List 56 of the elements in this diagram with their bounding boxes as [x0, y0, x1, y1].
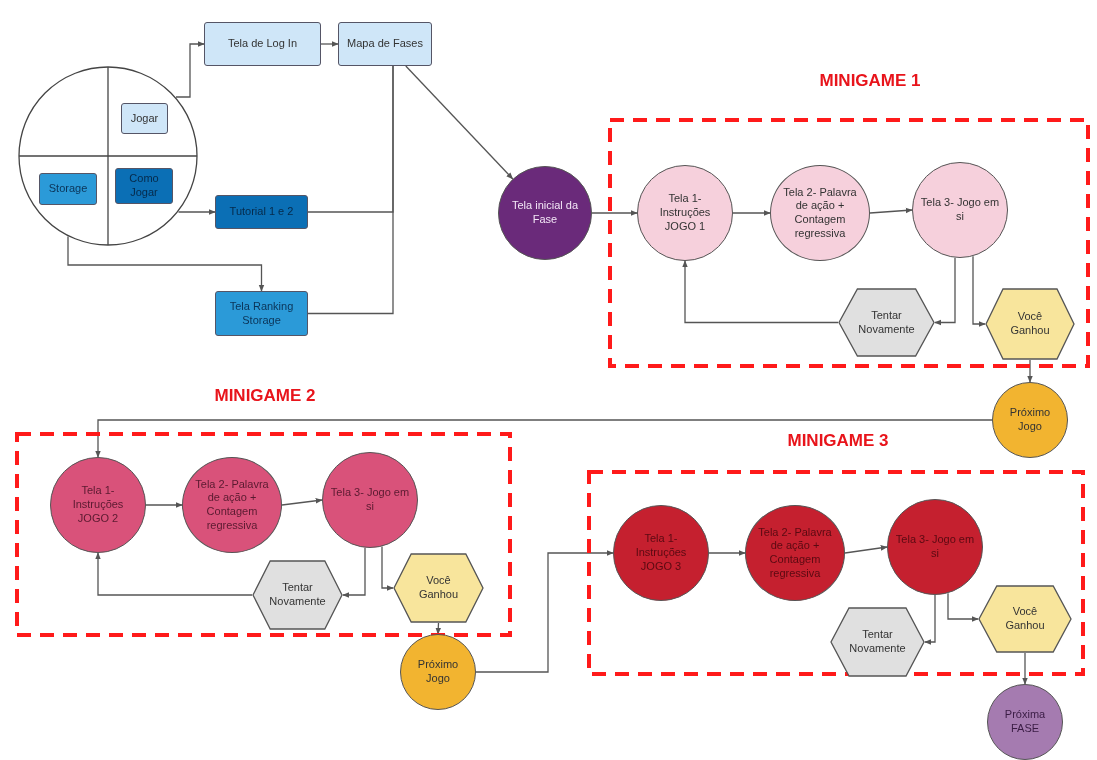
arrow — [145, 502, 183, 508]
section-title: MINIGAME 2 — [214, 385, 316, 407]
arrow — [708, 550, 746, 556]
process-circle: Tela 1- Instruções JOGO 2 — [50, 457, 146, 553]
arrow — [934, 257, 956, 326]
hexagon-node: Você Ganhou — [978, 585, 1072, 653]
arrow — [732, 210, 771, 216]
arrow — [381, 545, 394, 591]
process-box: Tela de Log In — [204, 22, 321, 66]
arrow — [177, 209, 216, 215]
process-box: Como Jogar — [115, 168, 173, 204]
process-box: Tutorial 1 e 2 — [215, 195, 308, 229]
arrow — [591, 210, 638, 216]
hexagon-node: Tentar Novamente — [252, 560, 343, 630]
arrow — [320, 41, 339, 47]
process-circle: Tela 1- Instruções JOGO 1 — [637, 165, 733, 261]
section-title: MINIGAME 3 — [787, 430, 889, 452]
arrow — [67, 235, 265, 292]
process-box: Mapa de Fases — [338, 22, 432, 66]
arrow — [1027, 359, 1033, 383]
hexagon-node: Você Ganhou — [985, 288, 1075, 360]
process-circle: Tela inicial da Fase — [498, 166, 592, 260]
arrow — [95, 552, 253, 596]
arrow — [947, 592, 979, 622]
arrow — [924, 594, 936, 645]
process-box: Tela Ranking Storage — [215, 291, 308, 336]
process-circle: Tela 2- Palavra de ação + Contagem regressiva — [770, 165, 870, 261]
process-circle: Tela 3- Jogo em si — [912, 162, 1008, 258]
arrow — [972, 255, 986, 327]
arrow — [682, 260, 839, 324]
arrow — [281, 498, 323, 506]
arrow — [95, 419, 993, 458]
hexagon-node: Tentar Novamente — [838, 288, 935, 357]
process-circle: Tela 3- Jogo em si — [887, 499, 983, 595]
arrow — [1022, 652, 1028, 685]
process-circle: Próximo Jogo — [992, 382, 1068, 458]
section-title: MINIGAME 1 — [819, 70, 921, 92]
process-circle: Tela 2- Palavra de ação + Contagem regressiva — [745, 505, 845, 601]
process-circle: Próxima FASE — [987, 684, 1063, 760]
arrow — [869, 207, 913, 214]
arrow — [342, 547, 366, 598]
process-circle: Tela 2- Palavra de ação + Contagem regressiva — [182, 457, 282, 553]
process-circle: Tela 1- Instruções JOGO 3 — [613, 505, 709, 601]
process-circle: Tela 3- Jogo em si — [322, 452, 418, 548]
process-box: Jogar — [121, 103, 168, 134]
menu-circle — [18, 66, 198, 246]
connector-line — [307, 65, 394, 315]
process-box: Storage — [39, 173, 97, 205]
arrow — [405, 65, 514, 180]
arrow — [475, 550, 614, 673]
arrow — [175, 41, 205, 98]
arrow — [435, 622, 442, 635]
arrow — [844, 545, 888, 554]
hexagon-node: Tentar Novamente — [830, 607, 925, 677]
process-circle: Próximo Jogo — [400, 634, 476, 710]
hexagon-node: Você Ganhou — [393, 553, 484, 623]
